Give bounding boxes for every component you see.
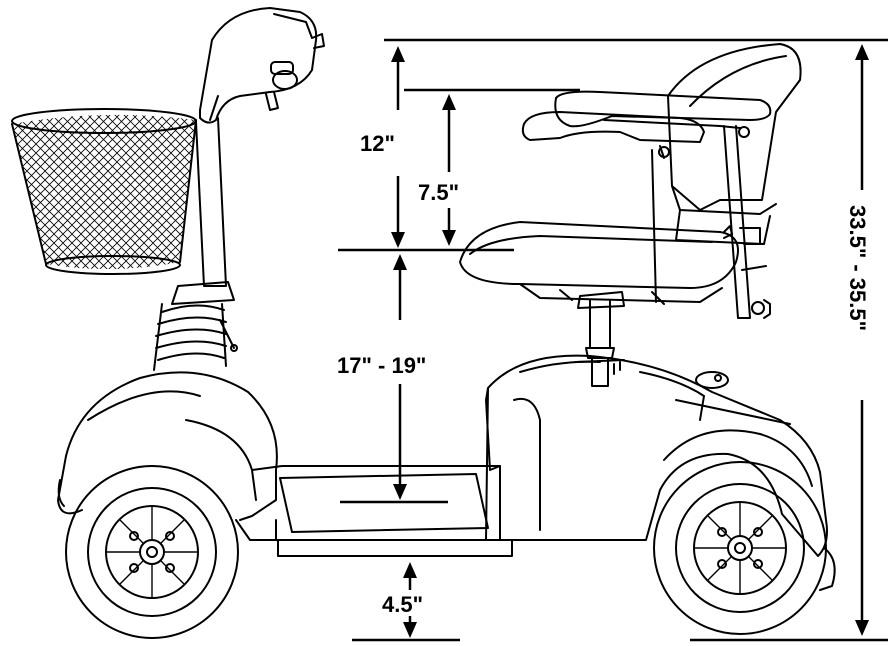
front-shroud <box>57 371 278 521</box>
dim-arrow-ground-clearance <box>403 562 417 638</box>
basket <box>11 108 197 275</box>
rear-wheel <box>653 461 827 635</box>
dim-label-seat-to-armrest: 12" <box>360 131 395 156</box>
dim-arrow-seat-height <box>393 254 407 500</box>
dim-label-seat-height: 17" - 19" <box>337 353 426 378</box>
dim-arrow-12 <box>391 46 405 248</box>
dimension-lines <box>338 38 888 642</box>
dim-label-ground-clearance: 4.5" <box>382 592 423 617</box>
dim-label-armrest-height: 7.5" <box>418 180 459 205</box>
floorboard <box>235 465 513 557</box>
seat <box>459 43 802 319</box>
dim-arrow-overall-height <box>855 44 869 636</box>
dim-arrow-7-5 <box>442 94 456 246</box>
front-wheel <box>65 465 239 639</box>
seat-post <box>575 291 625 387</box>
tiller <box>153 7 325 371</box>
dim-label-overall-height: 33.5" - 35.5" <box>845 205 870 331</box>
